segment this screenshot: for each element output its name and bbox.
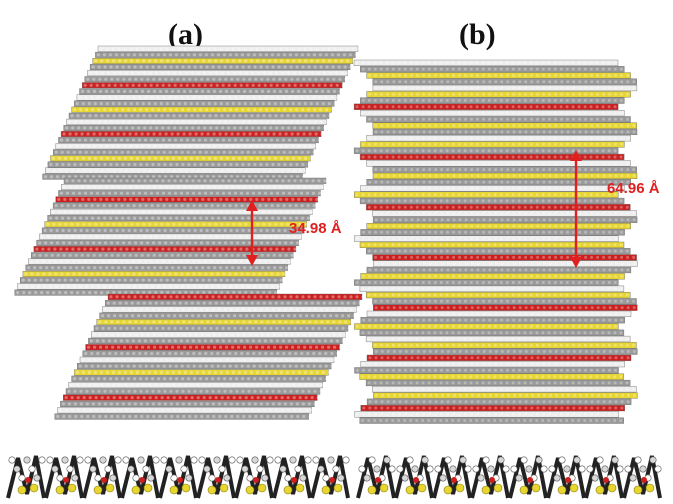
- panel-b-lamellar-structure: [353, 59, 638, 424]
- panel-a-lamellar-structure: [14, 45, 365, 420]
- panel-b-spacing-arrow: [570, 150, 582, 268]
- panel-a-monolayer-view: [6, 455, 350, 499]
- panel-b-spacing-label: 64.96 Å: [607, 180, 660, 197]
- panel-b-label: (b): [459, 18, 496, 51]
- panel-a-spacing-arrow: [246, 200, 258, 266]
- panel-a-label: (a): [168, 18, 203, 51]
- panel-a-spacing-label: 34.98 Å: [289, 220, 342, 237]
- panel-b-monolayer-view: [356, 455, 662, 499]
